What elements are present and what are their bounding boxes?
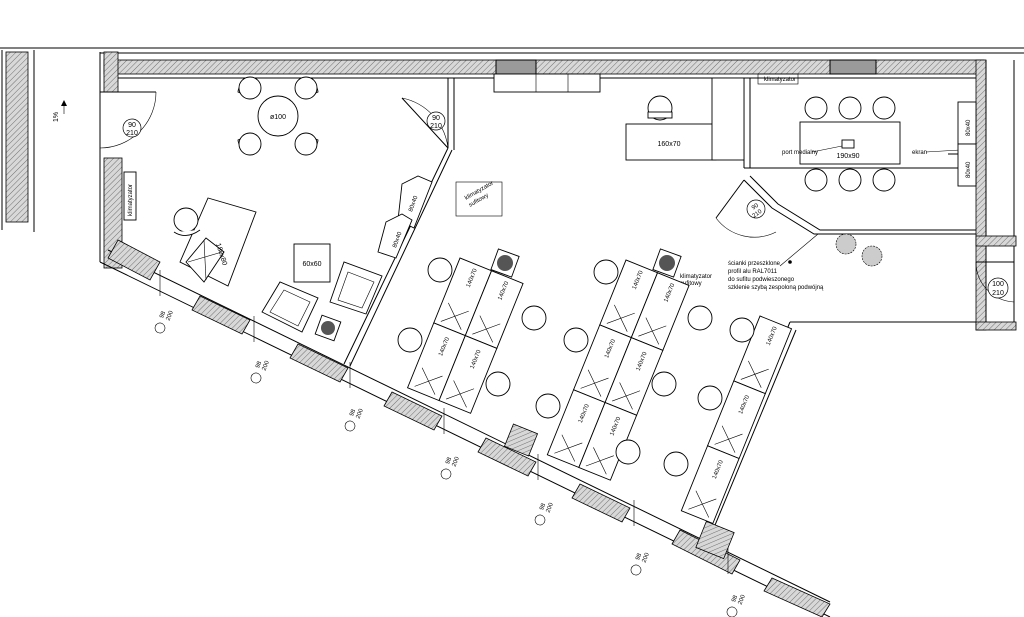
- desk-cluster-3: 140x70 140x70 140x70: [680, 315, 793, 525]
- window-tags: 98 200 98 200 98 200 98 200 98 200 98 20…: [154, 310, 748, 617]
- slope-label: 1%: [53, 112, 60, 122]
- diagonal-facade: [99, 239, 831, 617]
- plants-open-space: [490, 248, 682, 278]
- ac-2-label: klimatyzator: [680, 274, 712, 280]
- window-tag: 98 200: [630, 552, 652, 576]
- facade-columns: [503, 423, 735, 560]
- note-line-2: profil alu RAL7011: [728, 269, 778, 275]
- desk-cluster-1-chairs: [397, 257, 547, 397]
- door-right-height: 210: [992, 290, 1004, 297]
- svg-text:98: 98: [255, 360, 263, 369]
- cab-right-b-label: 80x40: [966, 161, 972, 178]
- klimatyzator-top-label: klimatyzator: [764, 77, 796, 83]
- note-line-1: ścianki przeszklone: [728, 261, 781, 267]
- door-meeting: 90 210: [715, 179, 777, 238]
- armchairs: [261, 261, 383, 333]
- glass-wall-note: ścianki przeszklone profil alu RAL7011 d…: [728, 233, 824, 291]
- window-tag: 98 200: [344, 408, 366, 432]
- ac-2-label-b: sufitowy: [680, 281, 702, 287]
- door-a-height: 210: [430, 123, 442, 130]
- top-wall: [0, 47, 1024, 79]
- klimatyzator-sufitowy-1: klimatyzator sufitowy: [455, 181, 503, 217]
- svg-text:200: 200: [166, 310, 176, 322]
- window-tag: 98 200: [534, 502, 556, 526]
- desk-cluster-3-chairs: [663, 317, 755, 477]
- desk-top-label: 160x70: [658, 141, 681, 148]
- svg-text:200: 200: [642, 552, 652, 564]
- desk-cluster-2: 140x70 140x70 140x70 140x70 140x70 140x7…: [546, 259, 690, 481]
- door-right: 100 210: [975, 261, 1015, 303]
- window-tag: 98 200: [250, 360, 272, 384]
- window-tag: 98 200: [726, 594, 748, 617]
- port-label: port medialny: [782, 150, 818, 156]
- door-a-width: 90: [432, 115, 440, 122]
- desk-left: 180x80: [173, 197, 257, 287]
- round-table-label: ø100: [270, 114, 286, 121]
- small-table-label: 60x60: [302, 261, 321, 268]
- door-meeting-width: 90: [751, 202, 760, 211]
- door-room-a: 90 210: [401, 97, 449, 149]
- svg-text:98: 98: [159, 310, 167, 319]
- note-line-4: szklenie szybą zespoloną podwójną: [728, 285, 824, 291]
- cab-right-a-label: 80x40: [966, 119, 972, 136]
- svg-text:200: 200: [738, 594, 748, 606]
- svg-text:98: 98: [635, 552, 643, 561]
- svg-text:200: 200: [262, 360, 272, 372]
- window-tag: 98 200: [440, 456, 462, 480]
- svg-text:98: 98: [445, 456, 453, 465]
- round-table-set: ø100: [237, 76, 319, 156]
- small-table: 60x60: [293, 243, 331, 283]
- cabinet-b-label: 80x40: [392, 231, 403, 249]
- door-meeting-height: 210: [752, 208, 764, 219]
- svg-text:200: 200: [546, 502, 556, 514]
- door-entry-height: 210: [126, 130, 138, 137]
- svg-text:98: 98: [731, 594, 739, 603]
- meeting-room: klimatyzator 190x90 port medialny ekran …: [757, 73, 977, 192]
- cabinets-left: 80x40 80x40: [377, 175, 433, 259]
- plants-corridor: [835, 233, 883, 267]
- svg-text:200: 200: [356, 408, 366, 420]
- svg-text:98: 98: [349, 408, 357, 417]
- meeting-table-label: 190x90: [837, 153, 860, 160]
- svg-text:200: 200: [452, 456, 462, 468]
- note-line-3: do sufitu podwieszonego: [728, 277, 795, 283]
- top-cabinets: [493, 73, 601, 93]
- right-wall: [975, 59, 1017, 331]
- cabinet-a-label: 80x40: [408, 195, 419, 213]
- door-entry-width: 90: [128, 122, 136, 129]
- desk-cluster-1: 140x70 140x70 140x70 140x70: [406, 257, 524, 414]
- klimatyzator-sufitowy-2: klimatyzator sufitowy: [680, 274, 712, 287]
- left-wall: [1, 50, 123, 269]
- klimatyzator-left-label: klimatyzator: [128, 184, 134, 216]
- klimatyzator-left: klimatyzator: [123, 171, 137, 221]
- door-entry: 90 210 1%: [53, 91, 157, 149]
- window-tag: 98 200: [154, 310, 176, 334]
- svg-text:98: 98: [539, 502, 547, 511]
- desk-cluster-2-chairs: [535, 259, 713, 465]
- door-right-width: 100: [992, 281, 1004, 288]
- desk-top: 160x70: [625, 77, 745, 161]
- plant-left: [314, 314, 342, 342]
- ekran-label: ekran: [912, 150, 927, 156]
